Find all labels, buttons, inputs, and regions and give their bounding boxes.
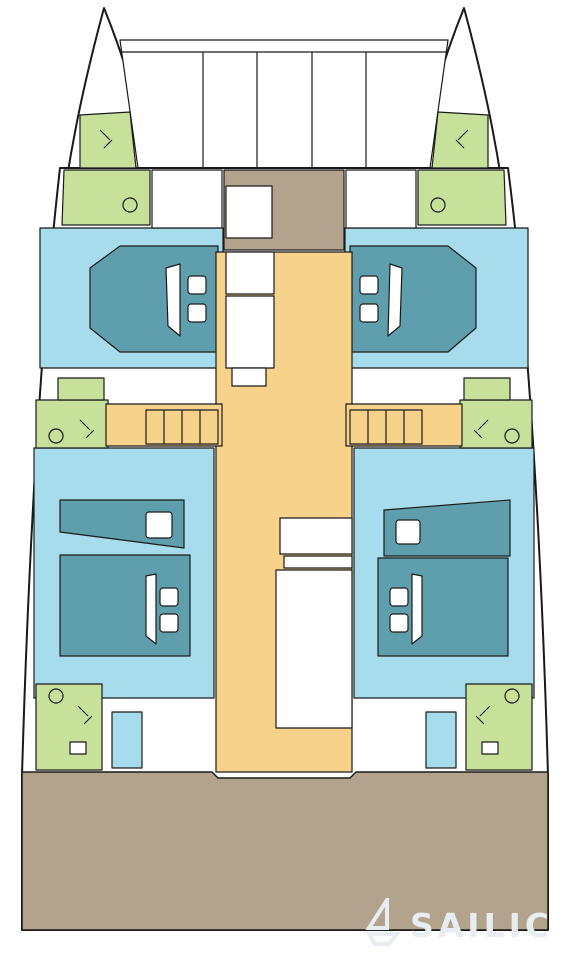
pillow-icon [165,263,181,337]
port-aft-cabin [33,447,215,699]
shower-icon [79,419,95,439]
stairs-icon [145,409,219,445]
head-fore-starboard [431,111,489,169]
bed-icon [59,554,191,657]
head-mid-starboard-upper [463,377,511,401]
toilet-icon [504,428,520,444]
head-fore-port [79,111,137,169]
head-fixtures [48,129,520,755]
shower-icon [455,129,469,149]
trampoline-panels [120,51,448,168]
bed-icon [349,245,477,353]
head-mid-starboard [459,399,533,449]
pillow-icon [145,573,157,645]
sail-logo-icon [365,898,402,946]
stairs-icon [111,711,143,769]
toilet-icon [122,197,138,213]
head-mid-port-upper [57,377,105,401]
toilet-icon [48,688,64,704]
bed-icon [89,245,219,353]
sink [481,741,499,755]
pillow-icon [411,573,423,645]
toilet-icon [48,428,64,444]
sink [69,741,87,755]
cockpit-deck [21,771,549,931]
storage-units [151,169,417,729]
shower-icon [77,705,93,725]
shower-icon [99,129,113,149]
starboard-fore-cabin [344,227,529,369]
shower-icon [473,419,489,439]
stairs-icon [425,711,457,769]
port-fore-cabin [39,227,224,369]
trampoline-net [119,39,449,169]
head-aft-port [35,683,103,771]
bed-icon [377,557,509,657]
head-fore-starboard-lower [417,169,507,226]
toilet-icon [504,688,520,704]
pillow-icon [387,263,403,337]
toilet-icon [430,197,446,213]
aft-stairs [111,711,457,769]
head-aft-starboard [465,683,533,771]
shower-icon [475,705,491,725]
head-fore-port-lower [61,169,151,226]
head-mid-port [35,399,109,449]
stairs-icon [349,409,423,445]
starboard-aft-cabin [353,447,535,699]
watermark-text: SAILIC [410,906,554,945]
